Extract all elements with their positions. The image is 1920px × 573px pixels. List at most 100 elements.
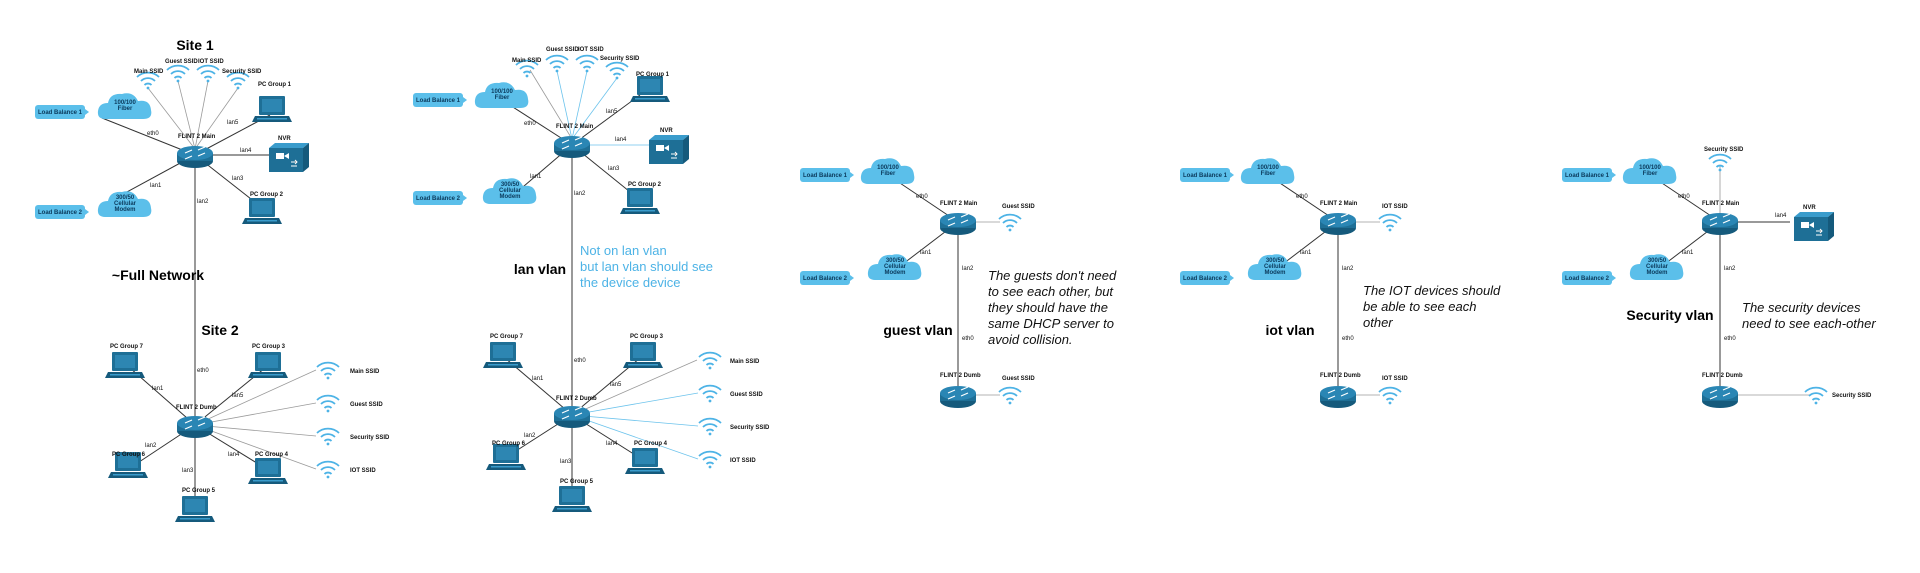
p-security-cellular-cloud-text: Cellular [1646,264,1669,270]
p-security-load-balance-1 [1562,168,1616,182]
p-security-eth0-label: eth0 [1678,194,1690,200]
lan-cellular-cloud-text: Cellular [499,188,522,194]
lan-lan3-label: lan3 [608,166,620,172]
load-balance-arrow [1612,275,1616,281]
p-security-top-wifi-icon [1708,153,1732,173]
p-iot-note-line: The IOT devices should [1363,283,1501,298]
lan-load-balance-2-text: Load Balance 2 [416,196,461,202]
p-security-note-line: The security devices [1742,300,1861,315]
p-guest-cellular-cloud-text: 300/50 [886,258,905,264]
p-guest-main-wifi-icon [998,213,1022,233]
p-iot-load-balance-1-text: Load Balance 1 [1183,173,1228,179]
lan-load-balance-2 [413,191,467,205]
cellular-cloud-text: Modem [115,207,136,213]
lan-site2-wifi-icon-2 [698,450,722,470]
p-security-cellular-cloud-text: Modem [1647,270,1668,276]
site2-ssid-label-3: IOT SSID [350,468,376,474]
p-iot-dumb-wifi-icon [1378,386,1402,406]
p-guest-load-balance-1 [800,168,854,182]
lan3-label: lan3 [182,468,194,474]
p-security-dumb-router [1701,385,1739,409]
load-balance-box [35,205,85,219]
p-security-dumb-router-label: FLINT 2 Dumb [1702,373,1743,379]
load-balance-arrow [850,275,854,281]
p-guest-note-line: same DHCP server to [988,316,1114,331]
site2-wifi-icon-3 [316,460,340,480]
p-security-dumb-wifi-icon [1804,386,1828,406]
load-balance-arrow [850,172,854,178]
lan3-label: lan3 [232,176,244,182]
pc-group-3-label: PC Group 3 [252,344,286,350]
lan-load-balance-1 [413,93,467,107]
p-security-fiber-cloud-text: 100/100 [1639,165,1661,171]
load-balance-box [800,271,850,285]
lan-pc-group-5-icon [552,486,592,512]
p-security-lan2-label: lan2 [1724,266,1736,272]
link-line [194,80,209,150]
p-security-dumb-ssid-label: Security SSID [1832,393,1872,399]
site2-ssid-label-0: Main SSID [350,369,380,375]
lan-dumb-router [553,405,591,429]
security-ssid-label: Security SSID [222,69,262,75]
link-line [571,414,699,460]
load-balance-box [413,93,463,107]
lan1-label: lan1 [152,386,164,392]
guest-ssid-label: Guest SSID [165,59,198,65]
lan-pc-group-1-label: PC Group 1 [636,72,670,78]
pc-group-4-icon [248,458,288,484]
load-balance-arrow [85,209,89,215]
link-line [194,402,317,426]
lan-lan5-label: lan5 [606,109,618,115]
p-guest-load-balance-1-text: Load Balance 1 [803,173,848,179]
lan-note-line: the device device [580,275,680,290]
p-guest-note-line: avoid collision. [988,332,1073,347]
p-iot-dumb-router [1319,385,1357,409]
link-line [177,80,196,150]
lan4-label: lan4 [228,452,240,458]
p-security-note-line: need to see each-other [1742,316,1876,331]
lan-security-ssid-label: Security SSID [600,56,640,62]
load-balance-box [800,168,850,182]
pc-group-6-label: PC Group 6 [112,452,146,458]
lan-site2-main-label: Main SSID [730,359,760,365]
lan-main-router [553,135,591,159]
pc-group-5-label: PC Group 5 [182,488,216,494]
lan-main-router-label: FLINT 2 Main [556,124,594,130]
p-security-eth0-label-2: eth0 [1724,336,1736,342]
p-iot-dumb-router-label: FLINT 2 Dumb [1320,373,1361,379]
p-security-main-router [1701,212,1739,236]
p-guest-cellular-cloud-text: Modem [885,270,906,276]
lan-pc-group-1-icon [630,76,670,102]
load-balance-box [1562,271,1612,285]
main-router [176,145,214,169]
load-balance-arrow [463,195,467,201]
lan4-label: lan4 [240,148,252,154]
lan-lan5-label-2: lan5 [610,382,622,388]
lan2-label: lan2 [145,443,157,449]
pc-group-2-label: PC Group 2 [250,192,284,198]
lan-fiber-cloud-text: 100/100 [491,89,513,95]
load-balance-box [35,105,85,119]
lan5-label: lan5 [232,393,244,399]
main-ssid-wifi-icon [136,71,160,91]
guest-ssid-wifi-icon [166,64,190,84]
p-iot-title: iot vlan [1265,322,1314,338]
pc-group-7-icon [105,352,145,378]
lan-pc-group-4-label: PC Group 4 [634,441,668,447]
p-security-lan4-label: lan4 [1775,213,1787,219]
load-balance-arrow [463,97,467,103]
p-security-load-balance-2-text: Load Balance 2 [1565,276,1610,282]
p-guest-fiber-cloud-text: 100/100 [877,165,899,171]
link-line [571,77,618,140]
site2-ssid-label-2: Security SSID [350,435,390,441]
p-iot-load-balance-2 [1180,271,1234,285]
eth0-label: eth0 [147,131,159,137]
lan-cellular-cloud-text: Modem [500,194,521,200]
link-line [194,369,317,426]
lan-pc-group-7-icon [483,342,523,368]
lan-pc-group-6-label: PC Group 6 [492,441,526,447]
p-guest-eth0-label-2: eth0 [962,336,974,342]
site2-title: Site 2 [201,322,239,338]
p-guest-note-line: to see each other, but [988,284,1114,299]
lan-lan2-label-2: lan2 [524,433,536,439]
